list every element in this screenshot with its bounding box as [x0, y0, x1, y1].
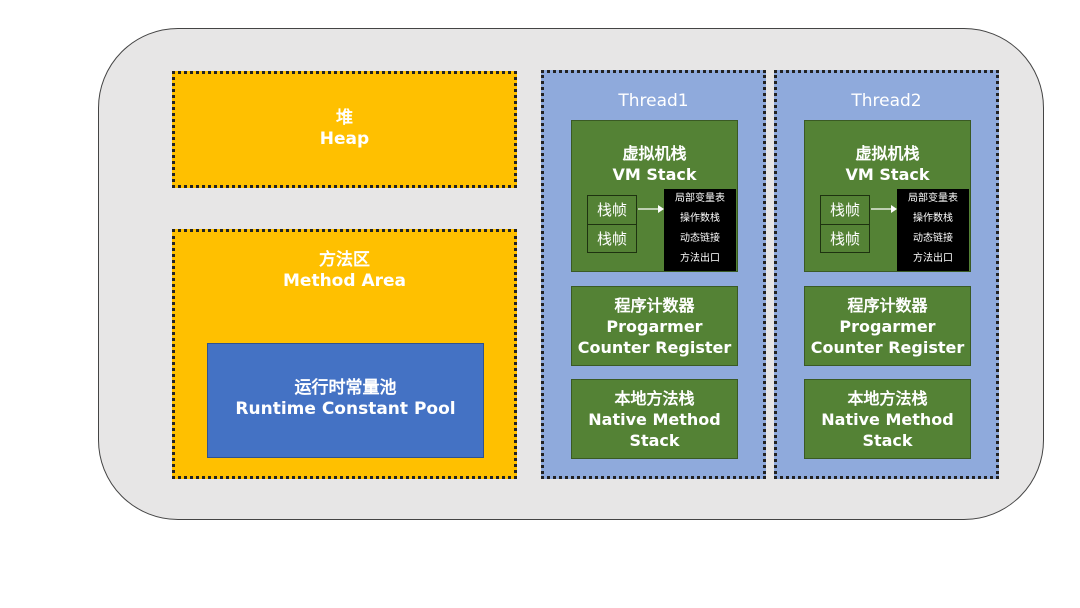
heap-label-zh: 堆 [336, 108, 353, 128]
thread1-native-en1: Native Method [588, 410, 721, 429]
thread1-pc-zh: 程序计数器 [614, 296, 695, 315]
thread2-dynamic-link: 动态链接 [913, 233, 953, 244]
thread2-native-en1: Native Method [821, 410, 954, 429]
thread2-native-label: 本地方法栈 Native Method Stack [805, 388, 970, 451]
thread1-title: Thread1 [618, 91, 689, 111]
thread1-stack-frame: 栈帧 [596, 230, 627, 248]
runtime-pool-label-zh: 运行时常量池 [294, 378, 397, 398]
thread1-pc-en1: Progarmer [606, 317, 703, 336]
thread2-native-stack: 本地方法栈 Native Method Stack [804, 379, 971, 459]
thread1-local-var-table: 局部变量表 [675, 193, 725, 204]
thread1-vm-stack-zh: 虚拟机栈 [622, 144, 687, 163]
heap-label-en: Heap [319, 129, 370, 149]
thread1-native-label: 本地方法栈 Native Method Stack [572, 388, 737, 451]
thread1-native-zh: 本地方法栈 [614, 389, 695, 408]
runtime-pool-label-en: Runtime Constant Pool [235, 399, 456, 419]
thread1-vm-stack-en: VM Stack [612, 165, 697, 184]
thread2-pc-label: 程序计数器 Progarmer Counter Register [805, 295, 970, 358]
thread1-stack-frames: 栈帧 栈帧 [587, 195, 637, 253]
thread1-dynamic-link: 动态链接 [680, 233, 720, 244]
thread2-native-zh: 本地方法栈 [847, 389, 928, 408]
method-area-box: 方法区 Method Area 运行时常量池 Runtime Constant … [172, 229, 517, 479]
thread2-vm-stack: 虚拟机栈 VM Stack 栈帧 栈帧 局部变量表 操作数栈 动态链接 方法出口 [804, 120, 971, 272]
thread2-pc-en2: Counter Register [810, 338, 965, 357]
thread2-stack-frames: 栈帧 栈帧 [820, 195, 870, 253]
heap-box: 堆 Heap [172, 71, 517, 188]
thread2-operand-stack: 操作数栈 [913, 213, 953, 224]
thread1-vm-stack-label: 虚拟机栈 VM Stack [572, 143, 737, 185]
thread1-pc-en2: Counter Register [577, 338, 732, 357]
thread1-native-stack: 本地方法栈 Native Method Stack [571, 379, 738, 459]
thread2-vm-stack-en: VM Stack [845, 165, 930, 184]
method-area-label: 方法区 Method Area [175, 250, 514, 292]
runtime-constant-pool-box: 运行时常量池 Runtime Constant Pool [207, 343, 484, 458]
thread1-arrow-icon [638, 205, 664, 213]
thread2-pc-register: 程序计数器 Progarmer Counter Register [804, 286, 971, 366]
thread2-native-en2: Stack [862, 431, 913, 450]
thread2-stack-frame: 栈帧 [829, 230, 860, 248]
thread2-arrow-icon [871, 205, 897, 213]
method-area-label-zh: 方法区 [319, 250, 370, 270]
thread1-pc-register: 程序计数器 Progarmer Counter Register [571, 286, 738, 366]
thread2-method-exit: 方法出口 [913, 253, 953, 264]
method-area-label-en: Method Area [283, 271, 406, 291]
thread2-vm-stack-label: 虚拟机栈 VM Stack [805, 143, 970, 185]
thread1-native-en2: Stack [629, 431, 680, 450]
thread2-frame-contents: 局部变量表 操作数栈 动态链接 方法出口 [897, 189, 969, 271]
thread1-stack-frame: 栈帧 [588, 196, 636, 225]
thread2-title: Thread2 [851, 91, 922, 111]
thread1-box: Thread1 虚拟机栈 VM Stack 栈帧 栈帧 局部变量表 操作数栈 动… [541, 70, 766, 479]
thread2-box: Thread2 虚拟机栈 VM Stack 栈帧 栈帧 局部变量表 操作数栈 动… [774, 70, 999, 479]
thread1-pc-label: 程序计数器 Progarmer Counter Register [572, 295, 737, 358]
runtime-pool-label: 运行时常量池 Runtime Constant Pool [208, 378, 483, 420]
thread1-method-exit: 方法出口 [680, 253, 720, 264]
heap-label: 堆 Heap [175, 108, 514, 150]
thread2-pc-zh: 程序计数器 [847, 296, 928, 315]
thread1-frame-contents: 局部变量表 操作数栈 动态链接 方法出口 [664, 189, 736, 271]
thread2-stack-frame: 栈帧 [821, 196, 869, 225]
thread1-vm-stack: 虚拟机栈 VM Stack 栈帧 栈帧 局部变量表 操作数栈 动态链接 方法出口 [571, 120, 738, 272]
thread2-pc-en1: Progarmer [839, 317, 936, 336]
thread1-operand-stack: 操作数栈 [680, 213, 720, 224]
thread2-local-var-table: 局部变量表 [908, 193, 958, 204]
thread2-vm-stack-zh: 虚拟机栈 [855, 144, 920, 163]
